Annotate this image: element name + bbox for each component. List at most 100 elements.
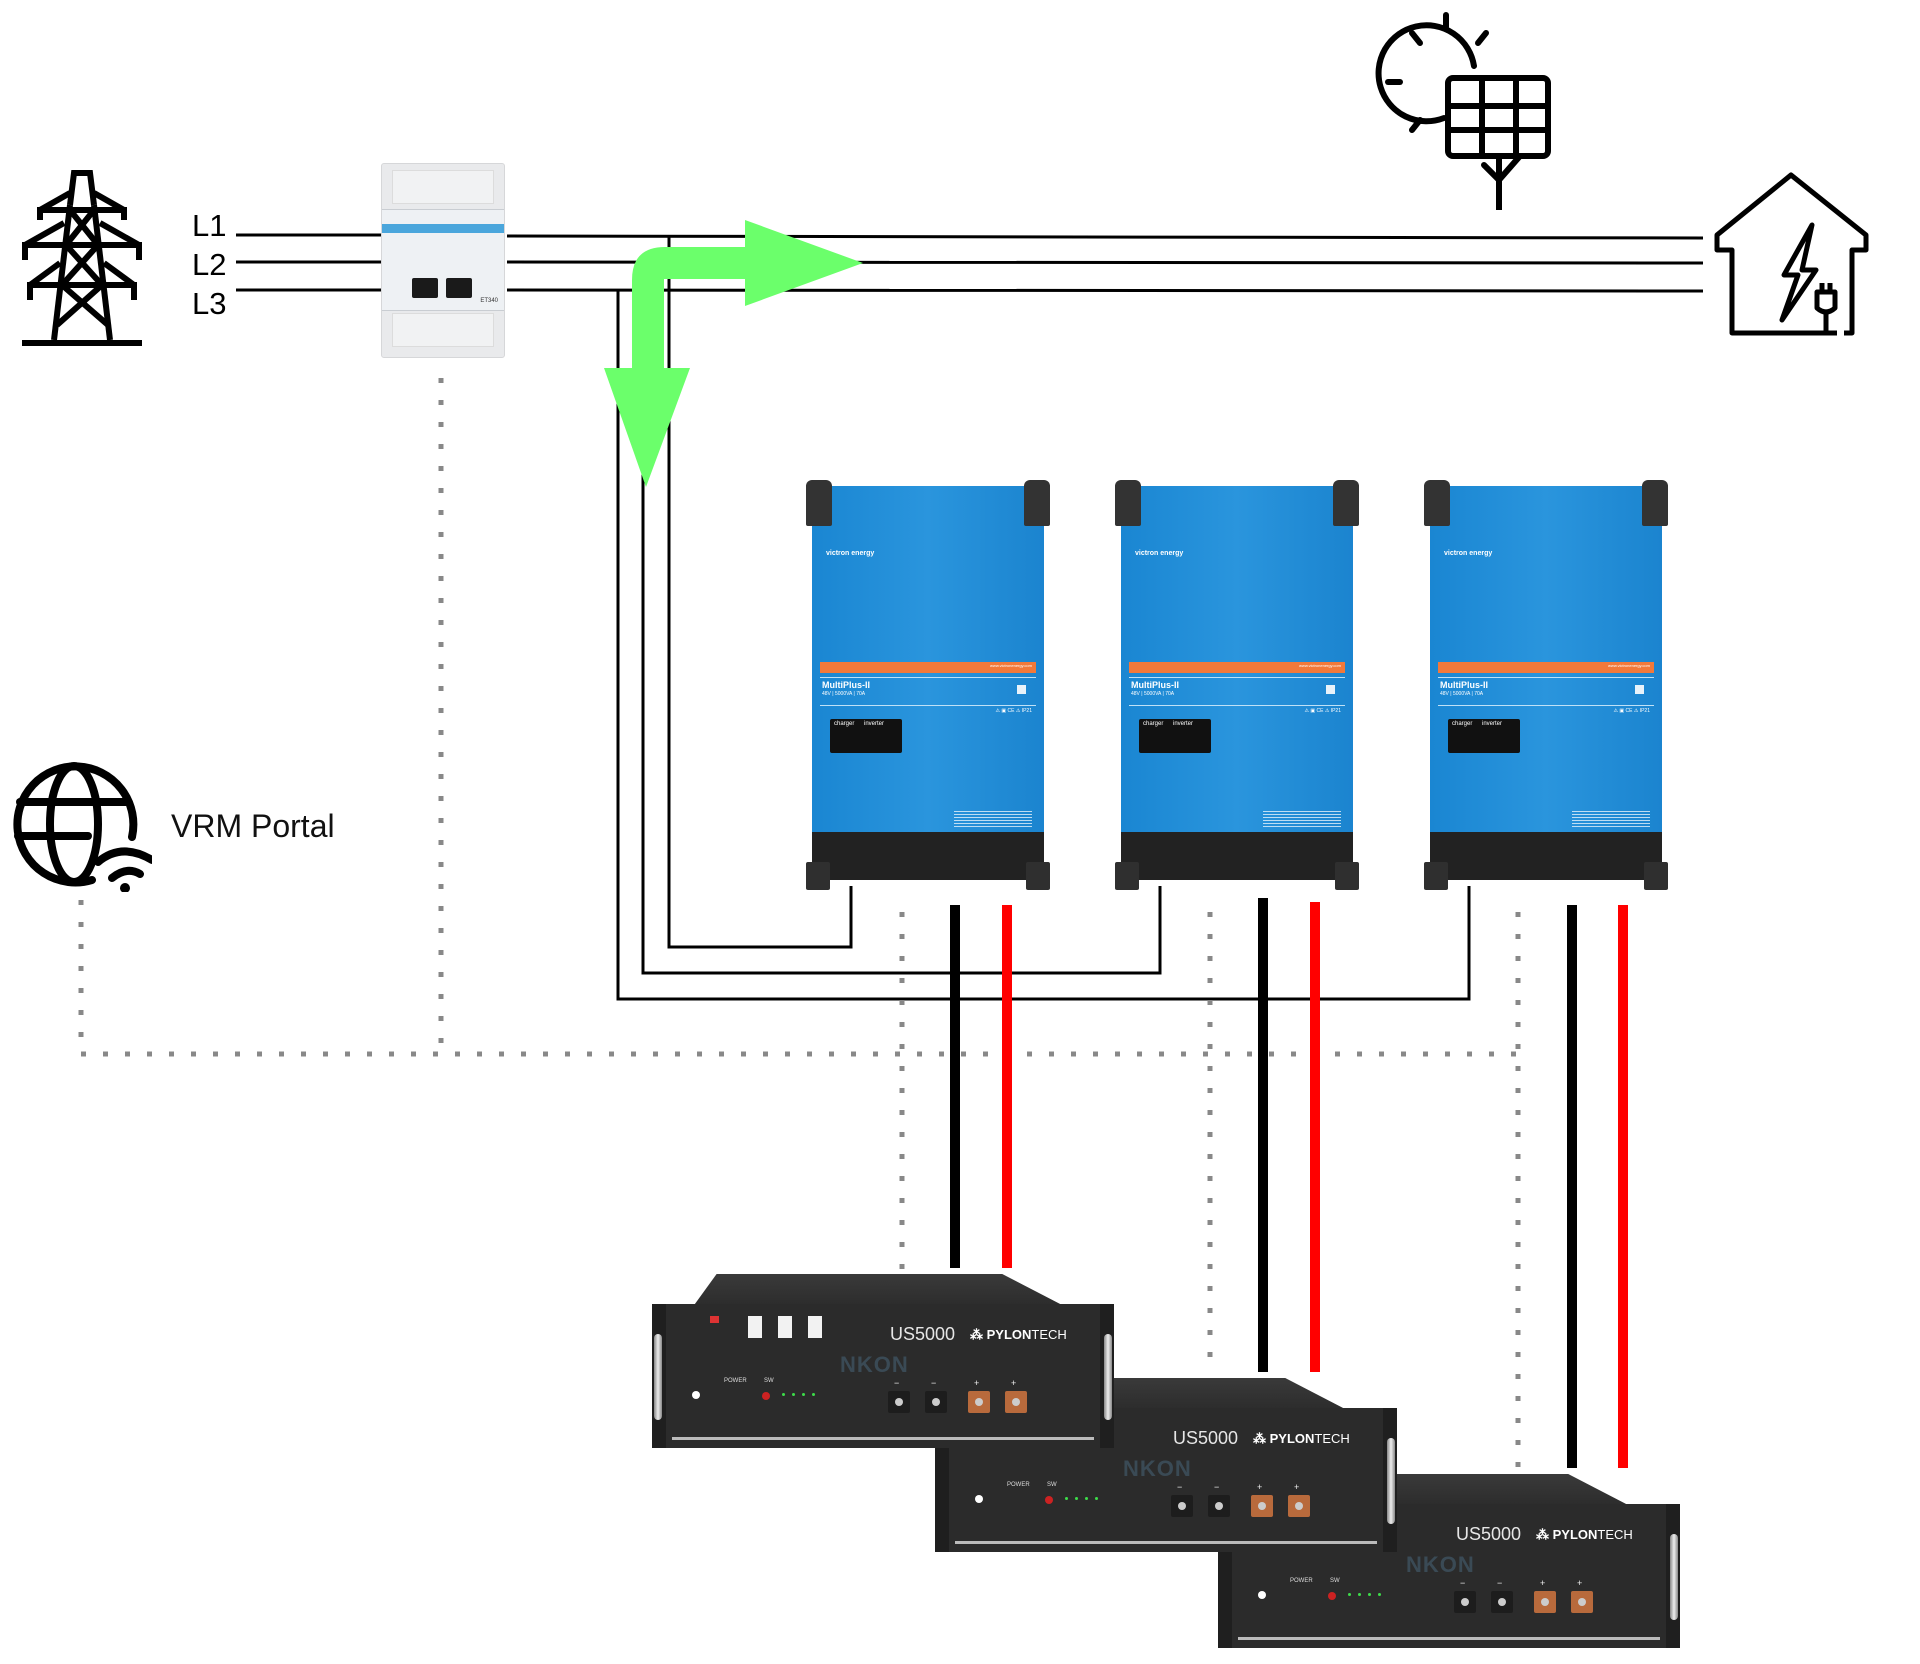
ac-wire-inverter-3	[616, 290, 1471, 1001]
corner-cap	[1642, 480, 1668, 526]
power-label: POWER	[724, 1378, 747, 1384]
led-icon	[1378, 1593, 1381, 1596]
phase-label-l2: L2	[192, 247, 227, 282]
negative-terminal	[888, 1391, 910, 1413]
led-icon	[792, 1393, 795, 1396]
corner-cap	[806, 862, 830, 890]
pos-sign: +	[974, 1378, 980, 1388]
corner-cap	[806, 480, 832, 526]
battery-handle	[1670, 1534, 1678, 1620]
qr-code-icon	[1017, 685, 1026, 694]
pos-sign: +	[1294, 1482, 1300, 1492]
inverter-spec: 48V | 5000VA | 70A	[1131, 691, 1175, 697]
inverter-website: www.victronenergy.com	[1299, 663, 1341, 668]
sw-button[interactable]	[1328, 1592, 1336, 1600]
inverter-orange-stripe	[1129, 662, 1345, 673]
grid-phase-lines	[236, 233, 381, 292]
inverter-spec: 48V | 5000VA | 70A	[1440, 691, 1484, 697]
warning-notice	[954, 811, 1032, 827]
inverter-1: victron energy www.victronenergy.com Mul…	[806, 480, 1050, 890]
power-label: POWER	[1290, 1578, 1313, 1584]
watermark: NKON	[1123, 1456, 1192, 1481]
brand-bold: PYLON	[1552, 1527, 1598, 1542]
corner-cap	[1115, 862, 1139, 890]
inverter-model: MultiPlus-II	[1440, 680, 1488, 690]
panel-charger-label: charger	[1452, 721, 1473, 727]
led-icon	[1368, 1593, 1371, 1596]
pos-sign: +	[1540, 1578, 1546, 1588]
battery-rail	[955, 1541, 1377, 1544]
inverter-orange-stripe	[1438, 662, 1654, 673]
dc-cables	[950, 898, 1628, 1468]
neg-sign: −	[1460, 1578, 1466, 1588]
battery-rail	[1238, 1637, 1660, 1640]
positive-terminal	[1571, 1591, 1593, 1613]
solar-panel-sun-icon	[1375, 12, 1551, 210]
divider	[1129, 677, 1345, 678]
negative-terminal	[1454, 1591, 1476, 1613]
inverter-website: www.victronenergy.com	[1608, 663, 1650, 668]
led-icon	[1075, 1497, 1078, 1500]
sw-button[interactable]	[762, 1392, 770, 1400]
corner-cap	[1424, 862, 1448, 890]
positive-terminal	[968, 1391, 990, 1413]
sw-label: SW	[1330, 1578, 1340, 1584]
inverter-model: MultiPlus-II	[822, 680, 870, 690]
inverter-body: victron energy www.victronenergy.com Mul…	[1430, 486, 1662, 850]
vrm-portal-label: VRM Portal	[171, 808, 335, 844]
divider	[1129, 705, 1345, 706]
pos-sign: +	[1257, 1482, 1263, 1492]
ground-terminal-icon	[975, 1495, 983, 1503]
led-icon	[812, 1393, 815, 1396]
house-l1-line	[506, 234, 1704, 240]
sw-button[interactable]	[1045, 1496, 1053, 1504]
led-icon	[1358, 1593, 1361, 1596]
battery-3: US5000 ⁂ PYLONTECH NKON POWER SW − − + +	[1218, 1474, 1680, 1654]
panel-charger-label: charger	[1143, 721, 1164, 727]
ground-terminal-icon	[692, 1391, 700, 1399]
victron-logo: victron energy	[1444, 550, 1493, 557]
battery-handle	[654, 1334, 662, 1420]
power-label: POWER	[1007, 1482, 1030, 1488]
communication-lines	[78, 378, 1521, 1470]
rj45-port-icon	[412, 278, 438, 298]
battery-model: US5000	[890, 1324, 956, 1344]
brand-light: TECH	[1597, 1527, 1633, 1542]
port-label	[778, 1316, 792, 1338]
phase-label-l1: L1	[192, 208, 227, 243]
panel-inverter-label: inverter	[864, 721, 885, 727]
inverter-website: www.victronenergy.com	[990, 663, 1032, 668]
brand-light: TECH	[1314, 1431, 1350, 1446]
divider	[1438, 677, 1654, 678]
divider	[820, 677, 1036, 678]
inverter-orange-stripe	[820, 662, 1036, 673]
power-pylon-icon	[22, 170, 142, 346]
victron-logo: victron energy	[826, 550, 875, 557]
house-l3-line	[506, 288, 1704, 293]
ac-wire-inverter-2	[641, 262, 1162, 975]
battery-front	[666, 1304, 1100, 1448]
corner-cap	[1026, 862, 1050, 890]
battery-1: US5000 ⁂ PYLONTECH NKON POWER SW − − + +	[652, 1274, 1114, 1454]
meter-top-rail	[392, 170, 494, 204]
inverter-base	[1430, 832, 1662, 880]
pylontech-logo: ⁂ PYLONTECH	[1536, 1527, 1633, 1542]
corner-cap	[1335, 862, 1359, 890]
negative-terminal	[925, 1391, 947, 1413]
led-icon	[1095, 1497, 1098, 1500]
neg-sign: −	[1497, 1578, 1503, 1588]
inverter-3: victron energy www.victronenergy.com Mul…	[1424, 480, 1668, 890]
house-power-plug-icon	[1714, 172, 1869, 336]
dip-switch	[710, 1316, 719, 1323]
inverter-body: victron energy www.victronenergy.com Mul…	[1121, 486, 1353, 850]
meter-model: ET340	[480, 298, 498, 304]
battery-model: US5000	[1456, 1524, 1522, 1544]
neg-sign: −	[1214, 1482, 1220, 1492]
led-icon	[1065, 1497, 1068, 1500]
battery-handle	[1104, 1334, 1112, 1420]
led-icon	[1085, 1497, 1088, 1500]
